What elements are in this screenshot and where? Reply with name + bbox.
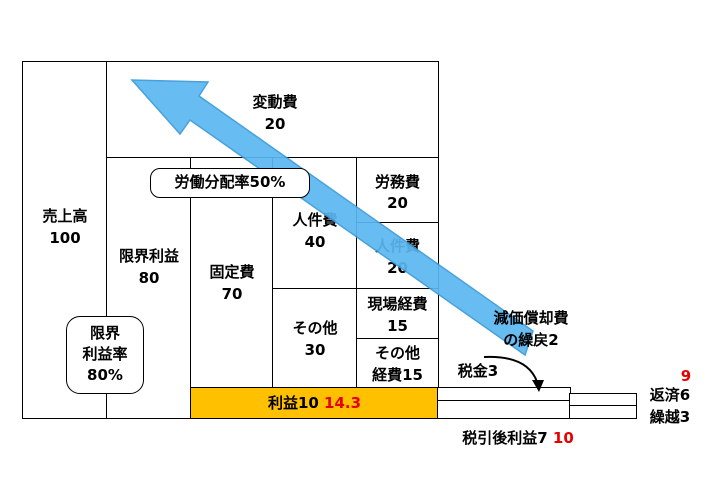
variable-cost-box — [106, 61, 439, 159]
variable-cost-value: 20 — [264, 115, 286, 133]
blue-arrow-icon — [130, 79, 534, 357]
after-tax-profit-label: 税引後利益7 — [462, 429, 548, 447]
after-tax-profit-text: 税引後利益7 10 — [438, 428, 598, 448]
carry-forward-label: 繰越3 — [649, 408, 691, 426]
after-tax-profit-alt-value: 10 — [552, 429, 574, 447]
sales-value: 100 — [49, 229, 81, 247]
profit-box — [190, 387, 439, 419]
depreciation-line1: 減価償却費 — [493, 309, 569, 327]
repayment-alt-value: 9 — [680, 367, 692, 385]
labor-service-cost-value: 20 — [387, 194, 408, 212]
fixed-cost-value: 70 — [221, 285, 243, 303]
other-box — [272, 288, 358, 389]
marginal-profit-rate-value: 80% — [87, 366, 123, 384]
curved-arrow-icon — [483, 355, 539, 386]
site-expense-label: 現場経費 — [367, 295, 428, 313]
personnel-cost-value: 40 — [304, 233, 326, 251]
depreciation-line2: の繰戻2 — [503, 331, 559, 349]
site-expense-box — [356, 288, 439, 340]
other-expense-box — [356, 338, 439, 389]
marginal-profit-label: 限界利益 — [118, 247, 179, 265]
variable-cost-label: 変動費 — [252, 93, 298, 111]
fixed-cost-label: 固定費 — [209, 263, 255, 281]
marginal-profit-value: 80 — [138, 269, 160, 287]
marginal-profit-rate-line2: 利益率 — [82, 345, 128, 363]
site-expense-value: 15 — [387, 317, 408, 335]
repayment-label: 返済6 — [649, 386, 691, 404]
other-expense-line1: その他 — [374, 344, 420, 362]
carry-forward-strip — [569, 405, 637, 419]
profit-text: 利益10 14.3 — [190, 393, 439, 413]
other-value: 30 — [304, 341, 326, 359]
marginal-profit-rate-line1: 限界 — [89, 324, 120, 342]
profit-label: 利益10 — [267, 394, 319, 412]
labor-share-label: 労働分配率50% — [174, 173, 286, 191]
labor-share-badge: 労働分配率50% — [150, 168, 310, 198]
other-expense-line2: 経費15 — [372, 366, 423, 384]
profit-alt-value: 14.3 — [324, 394, 362, 412]
other-label: その他 — [292, 319, 338, 337]
labor-service-cost-label: 労務費 — [374, 173, 420, 191]
labor-service-cost-box — [356, 157, 439, 224]
marginal-profit-rate-badge: 限界 利益率 80% — [66, 316, 144, 394]
sales-label: 売上高 — [42, 207, 88, 225]
tax-label: 税金3 — [457, 362, 499, 380]
curved-arrow-head-icon — [532, 380, 544, 392]
